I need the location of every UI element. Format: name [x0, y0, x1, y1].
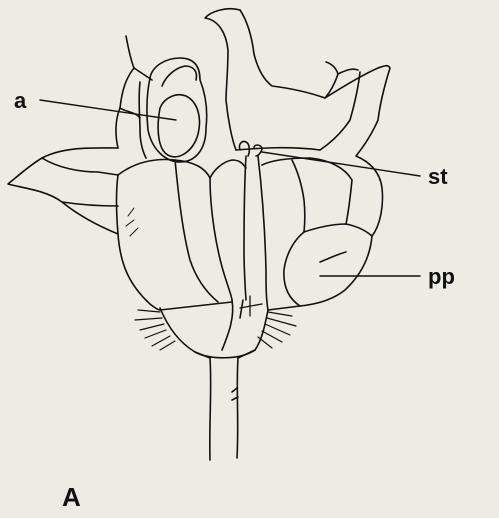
hairs-left — [135, 310, 175, 350]
stigma — [239, 141, 268, 310]
left-petal — [8, 108, 120, 234]
front-middle-petal — [210, 160, 246, 300]
central-spike — [205, 9, 358, 150]
label-a: a — [14, 88, 27, 113]
anther — [147, 58, 207, 162]
label-pp: pp — [428, 264, 455, 289]
leader-st — [262, 152, 420, 176]
label-st: st — [428, 164, 448, 189]
leader-a — [40, 100, 176, 120]
right-upper-petal — [236, 66, 390, 236]
petal-veins — [126, 208, 138, 236]
panel-letter: A — [62, 482, 81, 512]
front-right-petal — [262, 158, 372, 310]
pedicel — [210, 358, 238, 460]
cross-mark — [240, 296, 262, 316]
